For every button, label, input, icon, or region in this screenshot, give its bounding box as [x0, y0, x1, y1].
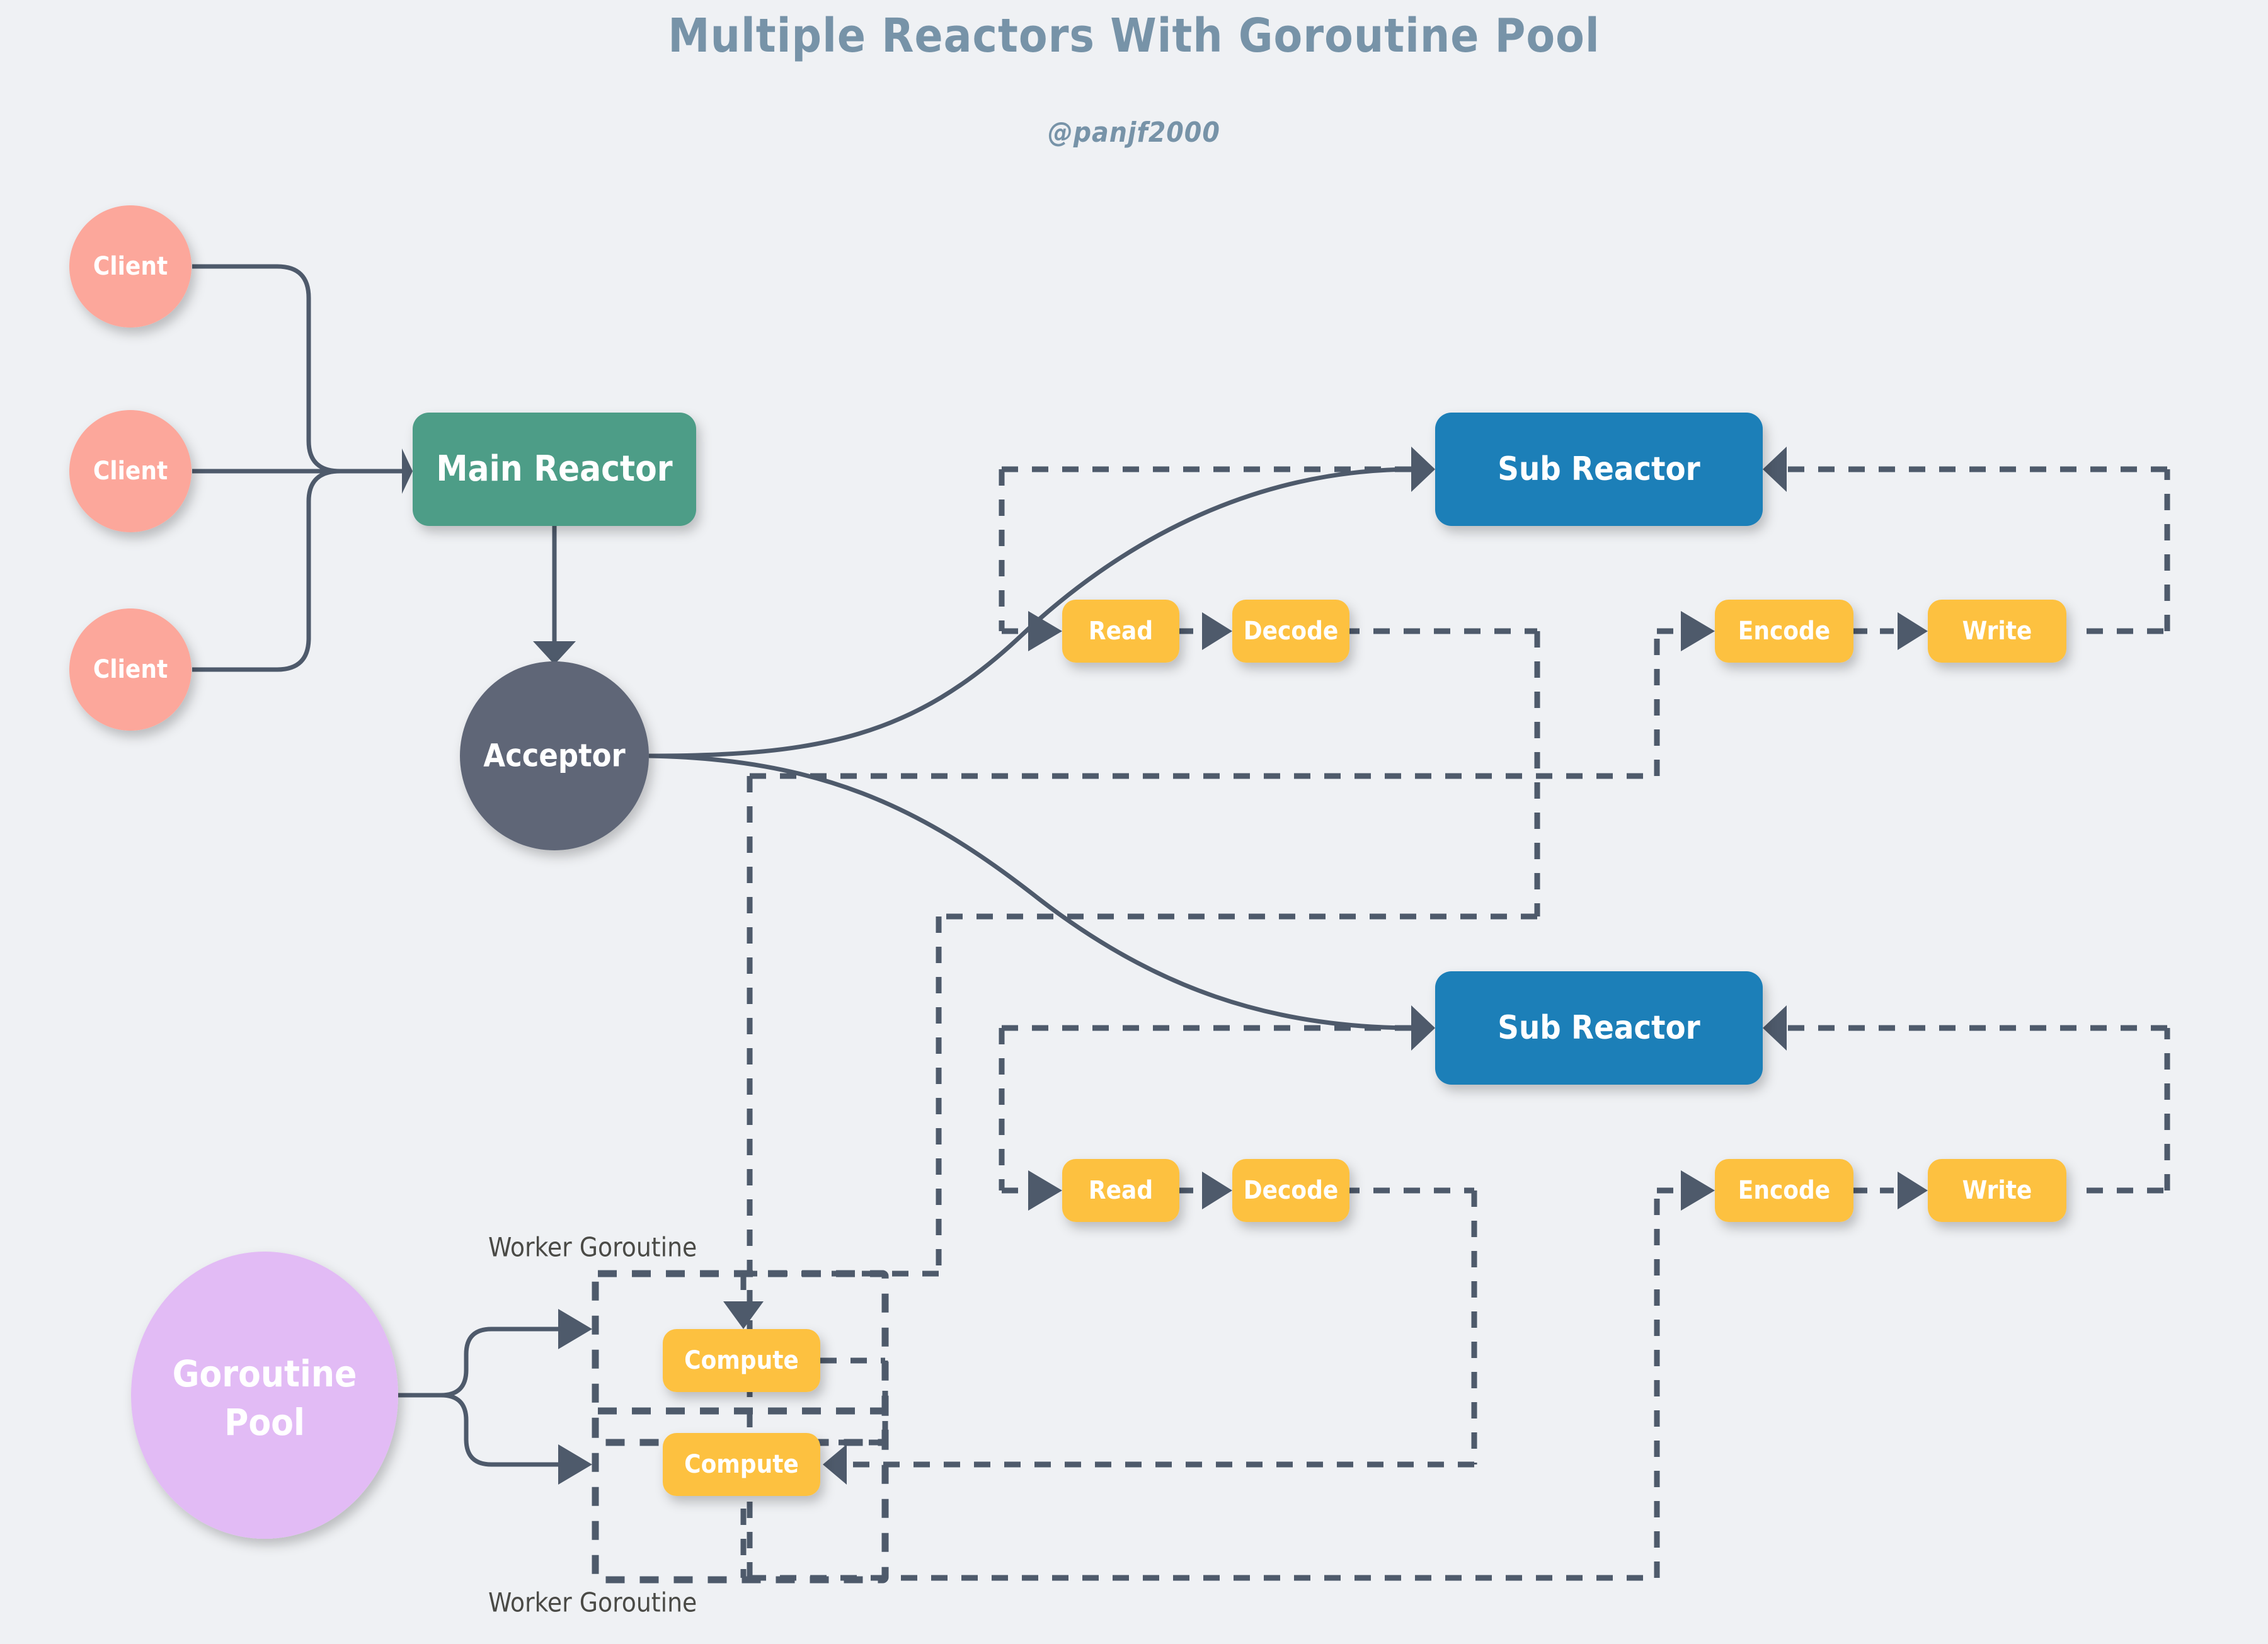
- worker-goroutine-group-2: [592, 1407, 889, 1584]
- sub-reactor-label-1: Sub Reactor: [1498, 450, 1700, 488]
- encode-label-2: Encode: [1738, 1176, 1830, 1205]
- worker-goroutine-label-1: Worker Goroutine: [488, 1232, 697, 1263]
- worker-goroutine-label-2: Worker Goroutine: [488, 1587, 697, 1618]
- compute-label-1: Compute: [684, 1346, 799, 1375]
- goroutine-pool-label-line2: Pool: [224, 1401, 305, 1444]
- compute-node-1[interactable]: [663, 1329, 820, 1392]
- write-node-2[interactable]: [1928, 1159, 2066, 1222]
- decode-label-2: Decode: [1244, 1176, 1339, 1205]
- write-node-1[interactable]: [1928, 600, 2066, 663]
- compute-node-2[interactable]: [663, 1433, 820, 1496]
- decode-node-2[interactable]: [1232, 1159, 1349, 1222]
- sub-reactor-node-2[interactable]: [1435, 971, 1763, 1085]
- decode-label-1: Decode: [1244, 617, 1339, 646]
- read-node-1[interactable]: [1062, 600, 1179, 663]
- main-reactor-node[interactable]: [413, 413, 696, 526]
- client-label-2: Client: [93, 457, 168, 486]
- goroutine-pool-to-workers-edges: [398, 1309, 592, 1485]
- read-node-2[interactable]: [1062, 1159, 1179, 1222]
- client-label-3: Client: [93, 655, 168, 684]
- main-reactor-label: Main Reactor: [436, 448, 672, 489]
- goroutine-pool-node[interactable]: [131, 1252, 398, 1539]
- read-label-1: Read: [1089, 617, 1153, 646]
- worker-goroutine-group-1: [592, 1270, 889, 1446]
- arrow-to-main-reactor: [402, 448, 413, 494]
- acceptor-label: Acceptor: [483, 738, 626, 774]
- client-label-1: Client: [93, 252, 168, 281]
- decode-node-1[interactable]: [1232, 600, 1349, 663]
- client-to-main-reactor-edges: [192, 264, 413, 672]
- goroutine-pool-label-line1: Goroutine: [173, 1352, 357, 1395]
- main-reactor-to-acceptor-edge: [533, 525, 576, 665]
- pipeline-2-routing: [740, 1005, 2170, 1578]
- encode-label-1: Encode: [1738, 617, 1830, 646]
- write-label-1: Write: [1962, 617, 2032, 646]
- diagram-author: @panjf2000: [1048, 117, 1220, 149]
- sub-reactor-label-2: Sub Reactor: [1498, 1009, 1700, 1047]
- acceptor-to-sub-reactor-1-edge: [648, 447, 1435, 758]
- diagram-title: Multiple Reactors With Goroutine Pool: [668, 9, 1600, 63]
- sub-reactor-node-1[interactable]: [1435, 413, 1763, 526]
- write-label-2: Write: [1962, 1176, 2032, 1205]
- encode-to-write-edge-1: [1853, 612, 1928, 650]
- acceptor-node[interactable]: [460, 661, 649, 850]
- encode-node-1[interactable]: [1715, 600, 1853, 663]
- encode-node-2[interactable]: [1715, 1159, 1853, 1222]
- client-node-3[interactable]: [69, 608, 192, 731]
- compute-label-2: Compute: [684, 1450, 799, 1479]
- acceptor-to-sub-reactor-2-edge: [648, 753, 1435, 1051]
- client-node-2[interactable]: [69, 410, 192, 532]
- client-node-1[interactable]: [69, 205, 192, 328]
- read-label-2: Read: [1089, 1176, 1153, 1205]
